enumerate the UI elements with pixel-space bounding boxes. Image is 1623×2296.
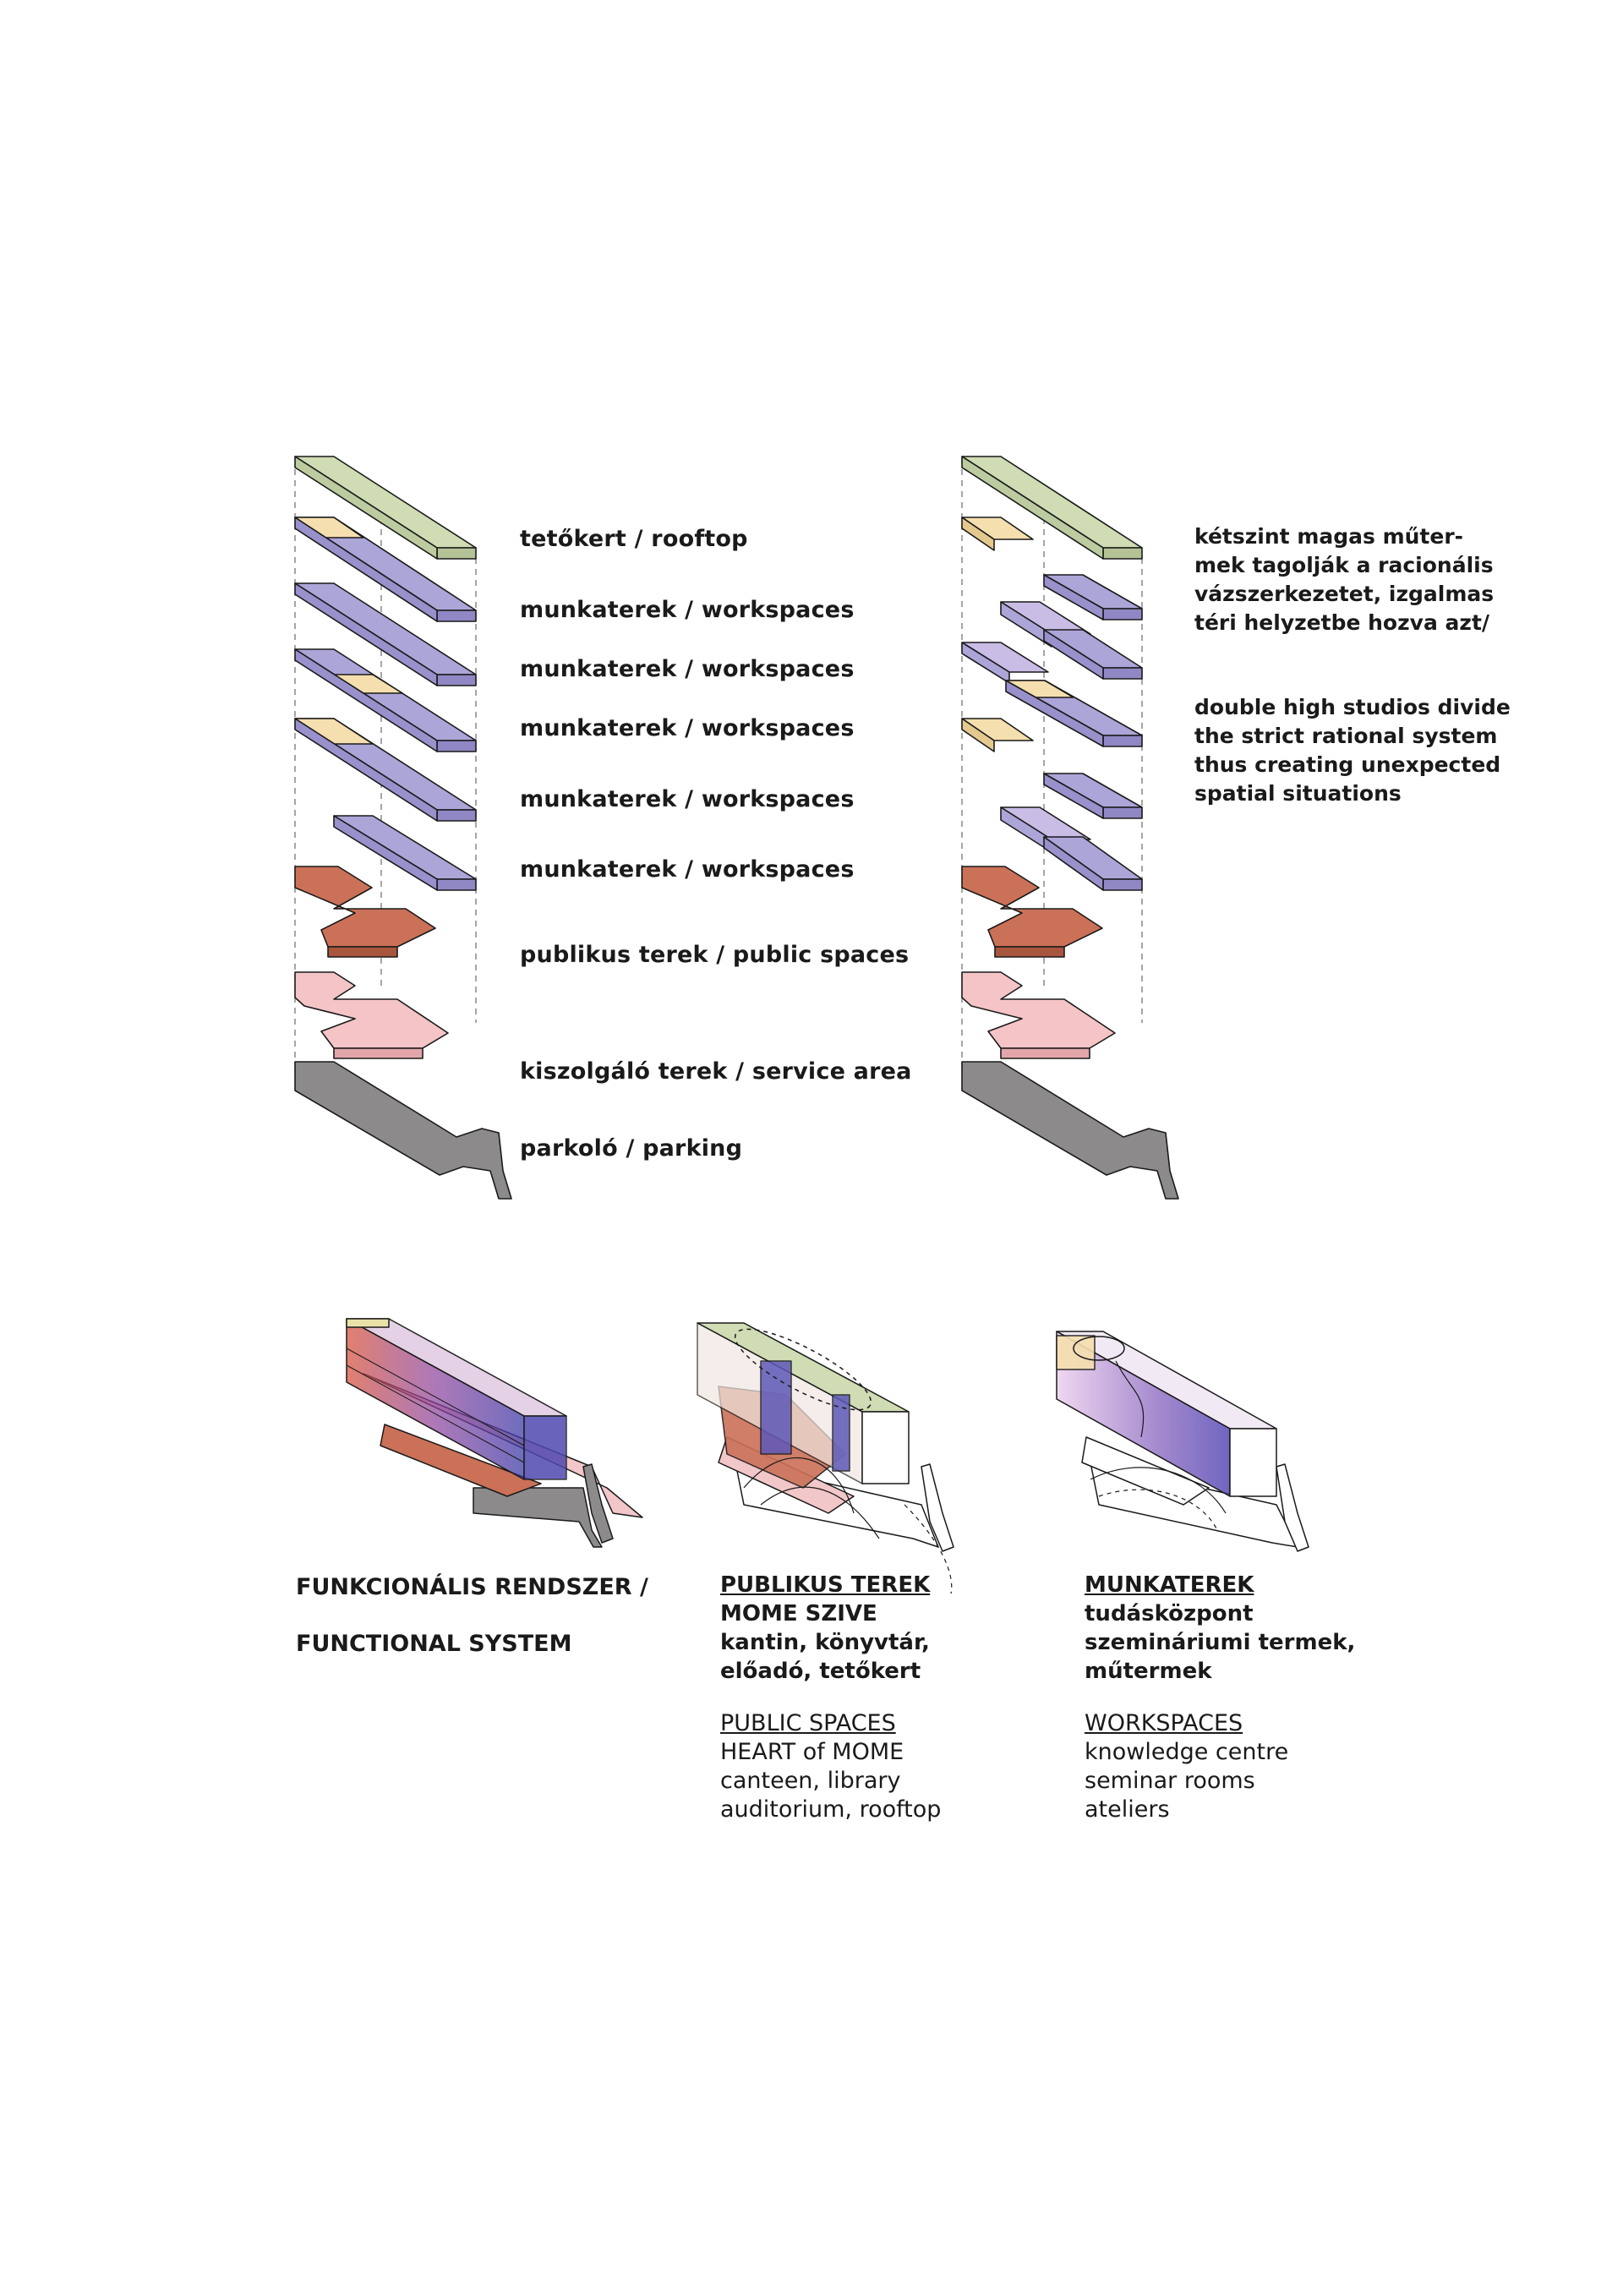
right-exploded-axonometric (961, 456, 1179, 1200)
public-heading-en: PUBLIC SPACES (720, 1710, 896, 1736)
studio-block-2 (961, 718, 1034, 752)
rooftop-slab (961, 456, 1143, 560)
public-subheading-en: HEART of MOME (720, 1739, 904, 1765)
workspaces-volume (1056, 1331, 1309, 1552)
public-spaces-caption: PUBLIKUS TEREK MOME SZIVE kantin, könyvt… (720, 1571, 941, 1824)
functional-title-en: FUNCTIONAL SYSTEM (296, 1631, 572, 1657)
layer-label-workspaces-4: munkaterek / workspaces (520, 786, 855, 812)
workspace-piece-3 (1043, 773, 1143, 819)
workspace-slab-4 (294, 718, 477, 822)
layer-label-workspaces-5: munkaterek / workspaces (520, 856, 855, 883)
work-body-en-1: knowledge centre (1085, 1739, 1289, 1765)
layer-label-workspaces-2: munkaterek / workspaces (520, 656, 855, 682)
parking-slab (961, 1061, 1179, 1200)
work-body-hu-1: tudásközpont (1085, 1601, 1254, 1626)
work-body-hu-2: szemináriumi termek, (1085, 1630, 1356, 1655)
public-subheading-hu: MOME SZIVE (720, 1601, 877, 1626)
workspace-slab-1 (294, 517, 477, 622)
work-heading-en: WORKSPACES (1085, 1710, 1243, 1736)
work-heading-hu: MUNKATEREK (1085, 1572, 1254, 1598)
workspaces-caption: MUNKATEREK tudásközpont szemináriumi ter… (1085, 1571, 1355, 1824)
parking-slab (294, 1061, 512, 1200)
public-spaces-slab (961, 866, 1103, 958)
service-area-slab (961, 971, 1116, 1059)
workspace-piece-1 (1043, 574, 1143, 620)
rooftop-slab (294, 456, 477, 560)
workspace-slab-2 (294, 582, 477, 686)
work-body-en-2: seminar rooms (1085, 1768, 1255, 1794)
note-line: vázszerkezetet, izgalmas (1194, 582, 1495, 606)
public-spaces-volume (697, 1322, 954, 1594)
layer-label-workspaces-1: munkaterek / workspaces (520, 597, 855, 623)
layer-label-public-spaces: publikus terek / public spaces (520, 942, 910, 968)
public-body-en-2: auditorium, rooftop (720, 1796, 942, 1823)
double-high-studio-1 (1000, 601, 1143, 680)
note-line: mek tagolják a racionális (1194, 553, 1494, 577)
note-hungarian: kétszint magas műter- mek tagolják a rac… (1194, 522, 1516, 637)
work-body-en-3: ateliers (1085, 1796, 1170, 1823)
note-line: kétszint magas műter- (1194, 524, 1464, 549)
public-body-en-1: canteen, library (720, 1768, 901, 1794)
workspace-slab-5 (333, 815, 477, 891)
functional-system-caption: FUNKCIONÁLIS RENDSZER / FUNCTIONAL SYSTE… (296, 1574, 648, 1657)
public-body-hu-1: kantin, könyvtár, (720, 1630, 930, 1655)
studio-block-1 (961, 517, 1034, 551)
public-body-hu-2: előadó, tetőkert (720, 1659, 921, 1684)
double-high-studio-2 (1000, 806, 1143, 891)
public-spaces-slab (294, 866, 436, 958)
note-line: the strict rational system (1194, 724, 1498, 748)
public-heading-hu: PUBLIKUS TEREK (720, 1572, 931, 1598)
workspace-slab-3 (294, 648, 477, 752)
layer-label-rooftop: tetőkert / rooftop (520, 526, 748, 552)
service-area-slab (294, 971, 449, 1059)
note-line: double high studios divide (1194, 695, 1511, 719)
functional-title-hu: FUNKCIONÁLIS RENDSZER / (296, 1574, 648, 1600)
layer-label-workspaces-3: munkaterek / workspaces (520, 715, 855, 741)
note-line: thus creating unexpected (1194, 752, 1501, 777)
note-english: double high studios divide the strict ra… (1194, 693, 1516, 808)
workspace-slab-mixed (961, 642, 1143, 747)
note-line: téri helyzetbe hozva azt/ (1194, 610, 1490, 635)
layer-label-parking: parkoló / parking (520, 1135, 743, 1162)
layer-label-service-area: kiszolgáló terek / service area (520, 1058, 912, 1085)
work-body-hu-3: műtermek (1085, 1659, 1212, 1684)
note-line: spatial situations (1194, 781, 1402, 806)
left-exploded-axonometric (294, 456, 512, 1200)
functional-system-volume (346, 1318, 643, 1548)
